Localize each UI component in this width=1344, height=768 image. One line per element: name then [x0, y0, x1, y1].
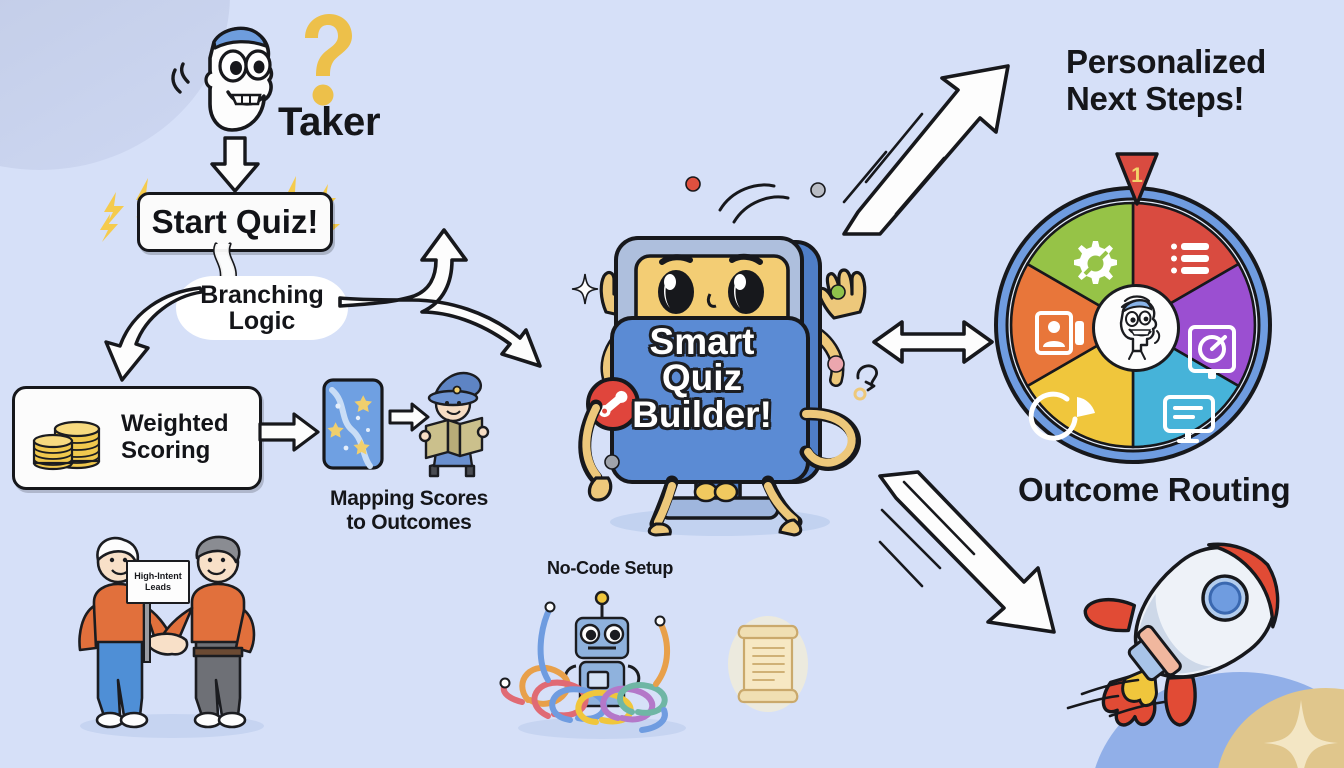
weighted-scoring-card: Weighted Scoring — [12, 386, 262, 490]
motion-marks-builder — [700, 170, 840, 230]
branching-logic-line-1: Branching — [200, 280, 324, 309]
coins-icon — [31, 409, 109, 471]
branching-logic-line-2: Logic — [228, 307, 296, 335]
branching-fork-arrow — [338, 226, 600, 386]
question-mark-icon — [296, 12, 356, 108]
wheel-center-face — [1092, 284, 1180, 372]
target-icon — [1188, 325, 1236, 379]
person-card-icon — [1035, 311, 1084, 355]
thought-squiggle-icon — [852, 358, 888, 402]
weighted-scoring-line-2: Scoring — [121, 437, 211, 464]
personalized-line-1: Personalized — [1066, 43, 1266, 80]
quiz-taker-character — [170, 20, 300, 145]
weighted-scoring-line-1: Weighted — [121, 410, 229, 438]
mapping-line-1: Mapping Scores — [330, 487, 488, 510]
wheel-pointer-number: 1 — [1131, 164, 1143, 187]
smart-quiz-builder-character — [520, 196, 920, 537]
outcome-routing-label: Outcome Routing — [1018, 471, 1291, 508]
builder-title-line-1: Smart — [649, 321, 755, 362]
pie-chart-icon — [1028, 391, 1095, 441]
builder-title-line-2: Quiz — [661, 357, 743, 399]
outcome-routing-arrow — [878, 470, 1138, 660]
mapping-scores-label: Mapping Scores to Outcomes — [306, 487, 512, 534]
rocket-illustration — [1060, 518, 1320, 738]
personalized-next-steps-label: Personalized Next Steps! — [1066, 43, 1266, 118]
list-icon — [1171, 243, 1209, 274]
builder-title-line-3: Builder! — [632, 393, 772, 435]
sign-line-1: High-Intent — [134, 571, 182, 582]
gear-icon — [1074, 241, 1117, 284]
monitor-icon — [1163, 395, 1215, 443]
start-quiz-button[interactable]: Start Quiz! — [137, 192, 333, 252]
map-to-wizard-arrow — [388, 402, 430, 432]
scroll-document-icon — [728, 616, 808, 712]
mapping-line-2: to Outcomes — [346, 510, 472, 534]
personalized-line-2: Next Steps! — [1066, 79, 1245, 117]
no-code-setup-label: No-Code Setup — [546, 558, 674, 578]
tangled-wires-robot — [492, 580, 712, 740]
wheel-pointer: 1 — [1115, 152, 1159, 206]
builder-to-wheel-arrow — [872, 316, 994, 368]
sign-line-2: Leads — [144, 582, 171, 592]
high-intent-leads-scene — [60, 530, 290, 740]
treasure-map-icon — [322, 378, 384, 470]
taker-to-start-arrow — [208, 136, 262, 194]
taker-label: Taker — [278, 100, 381, 144]
branching-down-arrow — [104, 286, 214, 390]
wizard-character — [404, 368, 508, 480]
sparkle-icon-left — [571, 273, 599, 305]
branching-logic-bubble: Branching Logic — [176, 276, 348, 340]
sparkle-icon-corner — [1264, 700, 1338, 768]
start-quiz-label: Start Quiz! — [151, 203, 319, 240]
confetti-dots-group — [590, 175, 860, 475]
builder-title: Smart Quiz Builder! — [604, 321, 800, 435]
high-intent-leads-sign: High-Intent Leads — [126, 560, 190, 604]
next-steps-arrow — [840, 48, 1060, 238]
scoring-to-map-arrow — [258, 412, 320, 452]
